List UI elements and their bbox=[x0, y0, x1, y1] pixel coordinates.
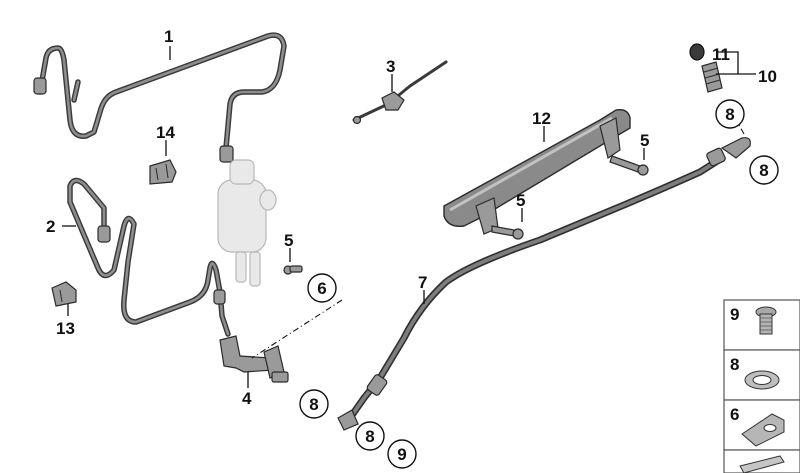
callout-1: 1 bbox=[164, 27, 173, 46]
svg-text:8: 8 bbox=[309, 395, 318, 414]
clip-icon bbox=[741, 413, 785, 447]
hose-line-7[interactable] bbox=[337, 137, 751, 431]
pipe-line-1[interactable] bbox=[33, 32, 287, 163]
master-cylinder bbox=[217, 159, 277, 287]
bolt-5-upper[interactable] bbox=[609, 155, 649, 176]
circled-callout-9: 9 bbox=[387, 439, 417, 469]
circled-callout-8: 8 bbox=[299, 389, 329, 419]
callout-14: 14 bbox=[156, 123, 175, 142]
seal-ring-icon bbox=[744, 370, 780, 390]
svg-text:8: 8 bbox=[725, 105, 734, 124]
bleeder-screw-icon bbox=[755, 306, 777, 335]
legend-label: 9 bbox=[730, 305, 739, 324]
callout-10: 10 bbox=[758, 67, 777, 86]
callout-5: 5 bbox=[284, 231, 293, 250]
clip-14[interactable] bbox=[149, 159, 177, 185]
pipe-line-2[interactable] bbox=[67, 177, 231, 337]
circled-callout-8: 8 bbox=[355, 421, 385, 451]
svg-text:8: 8 bbox=[365, 427, 374, 446]
svg-text:8: 8 bbox=[759, 161, 768, 180]
circled-callout-6: 6 bbox=[307, 273, 337, 303]
legend-panel: 9 8 6 bbox=[723, 299, 800, 473]
callout-5: 5 bbox=[516, 191, 525, 210]
assembly-guide-line bbox=[251, 299, 343, 359]
bolt-5-small[interactable] bbox=[283, 265, 303, 275]
callout-3: 3 bbox=[386, 57, 395, 76]
callout-2: 2 bbox=[46, 217, 55, 236]
callout-7: 7 bbox=[418, 273, 427, 292]
callout-4: 4 bbox=[242, 389, 252, 408]
callout-13: 13 bbox=[56, 319, 75, 338]
legend-label: 8 bbox=[730, 355, 739, 374]
dust-cap-11[interactable] bbox=[689, 43, 705, 61]
circled-callout-8: 8 bbox=[749, 155, 779, 185]
heat-shield-12[interactable] bbox=[443, 108, 631, 235]
callout-11: 11 bbox=[712, 45, 730, 64]
callout-5: 5 bbox=[640, 131, 649, 150]
circled-callout-8: 8 bbox=[715, 99, 745, 129]
bleeder-valve-10[interactable] bbox=[701, 61, 723, 93]
clip-13[interactable] bbox=[51, 281, 77, 307]
svg-text:6: 6 bbox=[317, 279, 326, 298]
bolt-5-lower[interactable] bbox=[491, 225, 524, 240]
clip-3[interactable] bbox=[352, 60, 448, 125]
connector-bracket-4[interactable] bbox=[219, 335, 289, 383]
leader-lines bbox=[62, 46, 756, 388]
partial-part-icon bbox=[739, 455, 785, 473]
callout-12: 12 bbox=[532, 109, 551, 128]
svg-text:9: 9 bbox=[397, 445, 406, 464]
legend-label: 6 bbox=[730, 405, 739, 424]
